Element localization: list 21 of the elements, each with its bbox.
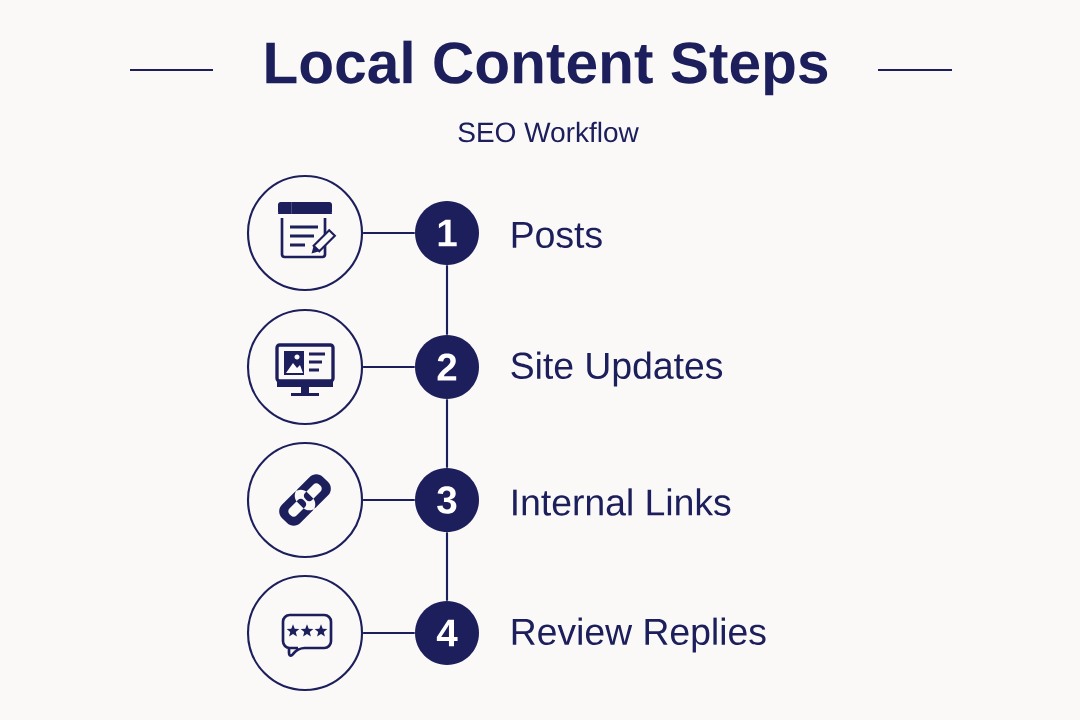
step-number: 2 bbox=[415, 335, 479, 399]
connector-line bbox=[445, 532, 449, 601]
connector-line bbox=[363, 231, 415, 235]
step-label: Review Replies bbox=[512, 617, 766, 653]
step-label: Internal Links bbox=[513, 488, 731, 516]
connector-line bbox=[363, 498, 415, 502]
icon-circle bbox=[246, 441, 364, 559]
connector-line bbox=[445, 399, 449, 468]
step-number: 1 bbox=[415, 201, 479, 265]
connector-line bbox=[445, 265, 449, 335]
icon-circle bbox=[246, 308, 364, 426]
connector-line bbox=[363, 365, 415, 369]
subtitle: SEO Workflow bbox=[458, 121, 639, 143]
title: Local Content Steps bbox=[266, 40, 828, 96]
step-number: 4 bbox=[415, 601, 479, 665]
step-label: Posts bbox=[512, 222, 602, 248]
icon-circle bbox=[246, 174, 364, 292]
step-label: Site Updates bbox=[511, 351, 723, 387]
connector-line bbox=[363, 631, 415, 635]
icon-circle bbox=[246, 574, 364, 692]
step-number: 3 bbox=[415, 468, 479, 532]
